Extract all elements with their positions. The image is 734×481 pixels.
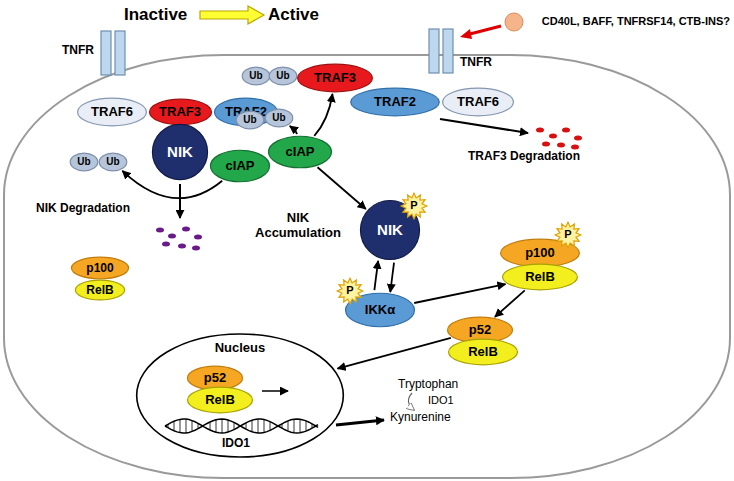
- protein-name: TRAF3: [159, 105, 201, 119]
- annotation: CD40L, BAFF, TNFRSF14, CTB-INS?: [542, 15, 730, 28]
- pathway-arrow: [290, 126, 297, 134]
- protein-name: TRAF3: [314, 71, 356, 85]
- protein: NIK: [152, 124, 208, 180]
- annotation: IDO1: [222, 437, 250, 451]
- phosphate: P: [555, 222, 581, 248]
- protein: cIAP: [268, 136, 332, 168]
- protein: p100: [71, 257, 129, 279]
- protein-name: P: [564, 229, 571, 241]
- protein-name: Ub: [249, 71, 262, 82]
- ligand-arrow: [466, 26, 501, 35]
- protein: TRAF6: [77, 98, 147, 126]
- protein: Ub: [265, 109, 293, 127]
- protein-name: Ub: [77, 157, 90, 168]
- protein-name: TRAF2: [374, 95, 416, 109]
- protein-name: P: [410, 200, 417, 212]
- protein-name: RelB: [205, 393, 235, 407]
- protein-name: Ub: [243, 115, 256, 126]
- expression-arrow: [336, 420, 384, 425]
- protein-name: Ub: [276, 71, 289, 82]
- pathway-arrow: [314, 94, 332, 136]
- cell-membrane: [4, 55, 730, 478]
- compartment-label: Nucleus: [135, 341, 345, 355]
- protein-name: cIAP: [286, 145, 315, 159]
- protein-name: Ub: [106, 157, 119, 168]
- phosphate: P: [401, 193, 427, 219]
- protein: Ub: [99, 153, 127, 171]
- protein: TRAF3: [297, 64, 373, 92]
- protein-name: Ub: [272, 113, 285, 124]
- protein: Ub: [236, 111, 264, 129]
- protein-name: p52: [204, 371, 226, 385]
- ligand-arrowhead: [460, 29, 472, 39]
- pathway-arrow: [318, 167, 366, 209]
- traf3-fragments: [536, 128, 582, 150]
- annotation: TRAF3 Degradation: [468, 150, 580, 164]
- degradation-arrow: [179, 184, 181, 218]
- protein-name: RelB: [468, 345, 498, 359]
- protein: TRAF2: [350, 88, 440, 116]
- protein-name: NIK: [167, 144, 193, 160]
- receptor-chains: [100, 30, 126, 76]
- transition-arrow: [200, 6, 264, 24]
- annotation: Tryptophan: [398, 378, 458, 392]
- pathway-arrow: [374, 261, 378, 290]
- annotation: Kynurenine: [390, 411, 451, 425]
- protein: cIAP: [210, 150, 270, 182]
- protein: RelB: [502, 264, 578, 290]
- receptor-label: TNFR: [460, 56, 492, 69]
- protein-name: TRAF6: [91, 105, 133, 119]
- protein: Ub: [70, 153, 98, 171]
- phosphate: P: [337, 278, 363, 304]
- protein-name: p100: [525, 246, 555, 260]
- conversion-arrow: [408, 393, 414, 410]
- receptor: TNFR: [428, 28, 454, 74]
- protein: RelB: [448, 339, 518, 365]
- protein: RelB: [187, 387, 253, 413]
- protein: TRAF3: [149, 99, 212, 125]
- protein-name: P: [346, 285, 353, 297]
- receptor-label: TNFR: [62, 44, 94, 57]
- protein: TRAF6: [442, 88, 514, 116]
- protein-name: RelB: [525, 270, 555, 284]
- annotation: Active: [268, 5, 319, 25]
- pathway-arrow: [414, 284, 505, 303]
- protein-name: NIK: [377, 222, 403, 238]
- pathway-arrow: [338, 338, 451, 369]
- protein-name: TRAF6: [457, 95, 499, 109]
- protein-name: p52: [469, 323, 491, 337]
- annotation: IDO1: [428, 394, 454, 407]
- protein: p52: [187, 366, 243, 390]
- annotation: NIK Accumulation: [250, 211, 346, 241]
- receptor-chains: [428, 28, 454, 74]
- nik-fragments: [156, 227, 202, 251]
- pathway-arrow: [390, 263, 394, 292]
- protein: Ub: [242, 67, 270, 85]
- pathway-arrow: [495, 290, 525, 316]
- receptor: TNFR: [100, 30, 126, 76]
- annotation: NIK Degradation: [36, 202, 130, 216]
- protein-name: p100: [86, 262, 113, 275]
- protein: Ub: [269, 67, 297, 85]
- ligand: [505, 13, 523, 31]
- protein-name: cIAP: [226, 159, 255, 173]
- protein: RelB: [75, 280, 125, 300]
- degradation-arrow: [440, 119, 528, 133]
- protein-name: IKKα: [365, 303, 395, 317]
- annotation: Inactive: [124, 5, 187, 25]
- protein-name: RelB: [86, 284, 113, 297]
